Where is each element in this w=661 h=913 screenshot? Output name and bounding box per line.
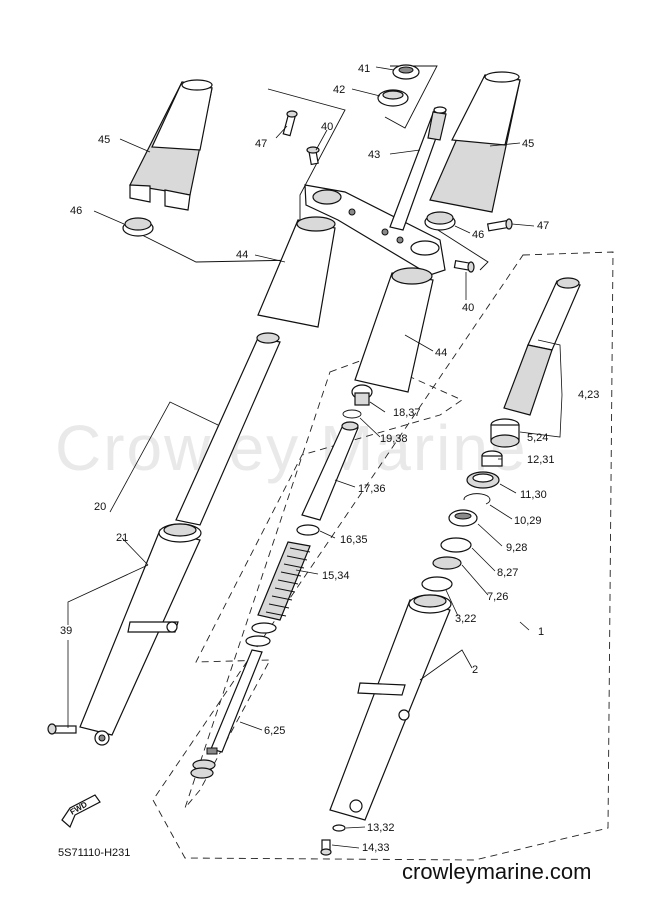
circlip-10-29	[463, 493, 491, 505]
right-inner-tube-4-23	[503, 277, 581, 416]
callout-2: 2	[472, 664, 478, 676]
callout-17-36: 17,36	[358, 483, 386, 495]
cap-bolt-18-37	[351, 384, 373, 406]
callout-10-29: 10,29	[514, 515, 542, 527]
bushing-12-31	[481, 450, 503, 467]
right-fork-cover	[429, 71, 521, 213]
bushing-5-24	[490, 418, 520, 448]
site-name: crowleymarine.com	[402, 859, 592, 884]
callout-18-37: 18,37	[393, 407, 421, 419]
fwd-arrow: FWD	[61, 794, 101, 829]
right-fork-assembly-boundary	[152, 251, 614, 861]
leader-lines	[67, 66, 563, 849]
callout-44-right: 44	[435, 347, 447, 359]
callout-5-24: 5,24	[527, 432, 548, 444]
left-fork-cover	[129, 79, 213, 211]
watermark: Crowley Marine	[55, 412, 528, 484]
dust-seal-9-28	[448, 509, 478, 527]
callout-46-right: 46	[472, 229, 484, 241]
callout-15-34: 15,34	[322, 570, 350, 582]
rebound-spring	[190, 759, 216, 779]
callout-11-30: 11,30	[520, 489, 547, 501]
left-cover-ring	[122, 217, 154, 237]
damper-rod-6-25	[206, 649, 263, 755]
oil-seal-11-30	[466, 471, 500, 489]
left-outer-tube	[79, 523, 202, 746]
callout-13-32: 13,32	[367, 822, 395, 834]
right-bracket-group-line	[429, 224, 489, 271]
callout-39: 39	[60, 625, 72, 637]
callout-42: 42	[333, 84, 345, 96]
upper-bracket	[304, 184, 446, 276]
callout-21: 21	[116, 532, 128, 544]
callout-44-left: 44	[236, 249, 248, 261]
right-cover-ring	[424, 211, 456, 231]
piston-ring-stack	[245, 622, 277, 647]
spring-15-34	[257, 541, 311, 621]
callout-7-26: 7,26	[487, 591, 508, 603]
callout-9-28: 9,28	[506, 542, 527, 554]
callout-6-25: 6,25	[264, 725, 285, 737]
callout-40-lower: 40	[462, 302, 474, 314]
callout-20: 20	[94, 501, 106, 513]
callout-12-31: 12,31	[527, 454, 555, 466]
callout-40-upper: 40	[321, 121, 333, 133]
callout-1: 1	[538, 626, 544, 638]
pinch-bolt-47-left	[282, 110, 298, 137]
callout-47-right: 47	[537, 220, 549, 232]
callout-14-33: 14,33	[362, 842, 390, 854]
left-fork-cylinder-44	[257, 216, 336, 328]
bolt-40-lower	[453, 259, 475, 273]
seal-7-26	[432, 556, 462, 570]
callout-8-27: 8,27	[497, 567, 518, 579]
callout-45-left: 45	[98, 134, 110, 146]
callout-19-38: 19,38	[380, 433, 408, 445]
callout-46-left: 46	[70, 205, 82, 217]
drain-washer-13-32	[332, 824, 346, 832]
left-axle-bolt-39	[47, 723, 77, 735]
bolt-40-upper	[306, 146, 320, 166]
callout-16-35: 16,35	[340, 534, 368, 546]
o-ring-19-38	[342, 409, 362, 419]
callout-45-right: 45	[522, 138, 534, 150]
washer-16-35	[296, 524, 320, 536]
washer-8-27	[440, 537, 472, 553]
callout-41: 41	[358, 63, 370, 75]
diagram-code: 5S71110-H231	[58, 847, 130, 859]
left-inner-tube	[175, 332, 281, 526]
stem-washer	[377, 89, 409, 107]
stem-nut	[392, 64, 420, 80]
callout-4-23: 4,23	[578, 389, 599, 401]
right-outer-tube-2	[329, 594, 452, 821]
right-fork-cylinder-44	[354, 267, 434, 393]
callout-43: 43	[368, 149, 380, 161]
callout-47-left: 47	[255, 138, 267, 150]
callout-3-22: 3,22	[455, 613, 476, 625]
steering-stem	[389, 106, 447, 231]
seal-3-22	[421, 576, 453, 592]
pinch-bolt-47-right	[486, 218, 513, 232]
drain-bolt-14-33	[320, 839, 332, 856]
callout-labels: 41 42 47 40 43 45 45 46 46 47 44 40 44 4…	[60, 63, 599, 854]
spacer-17-36	[301, 421, 359, 521]
